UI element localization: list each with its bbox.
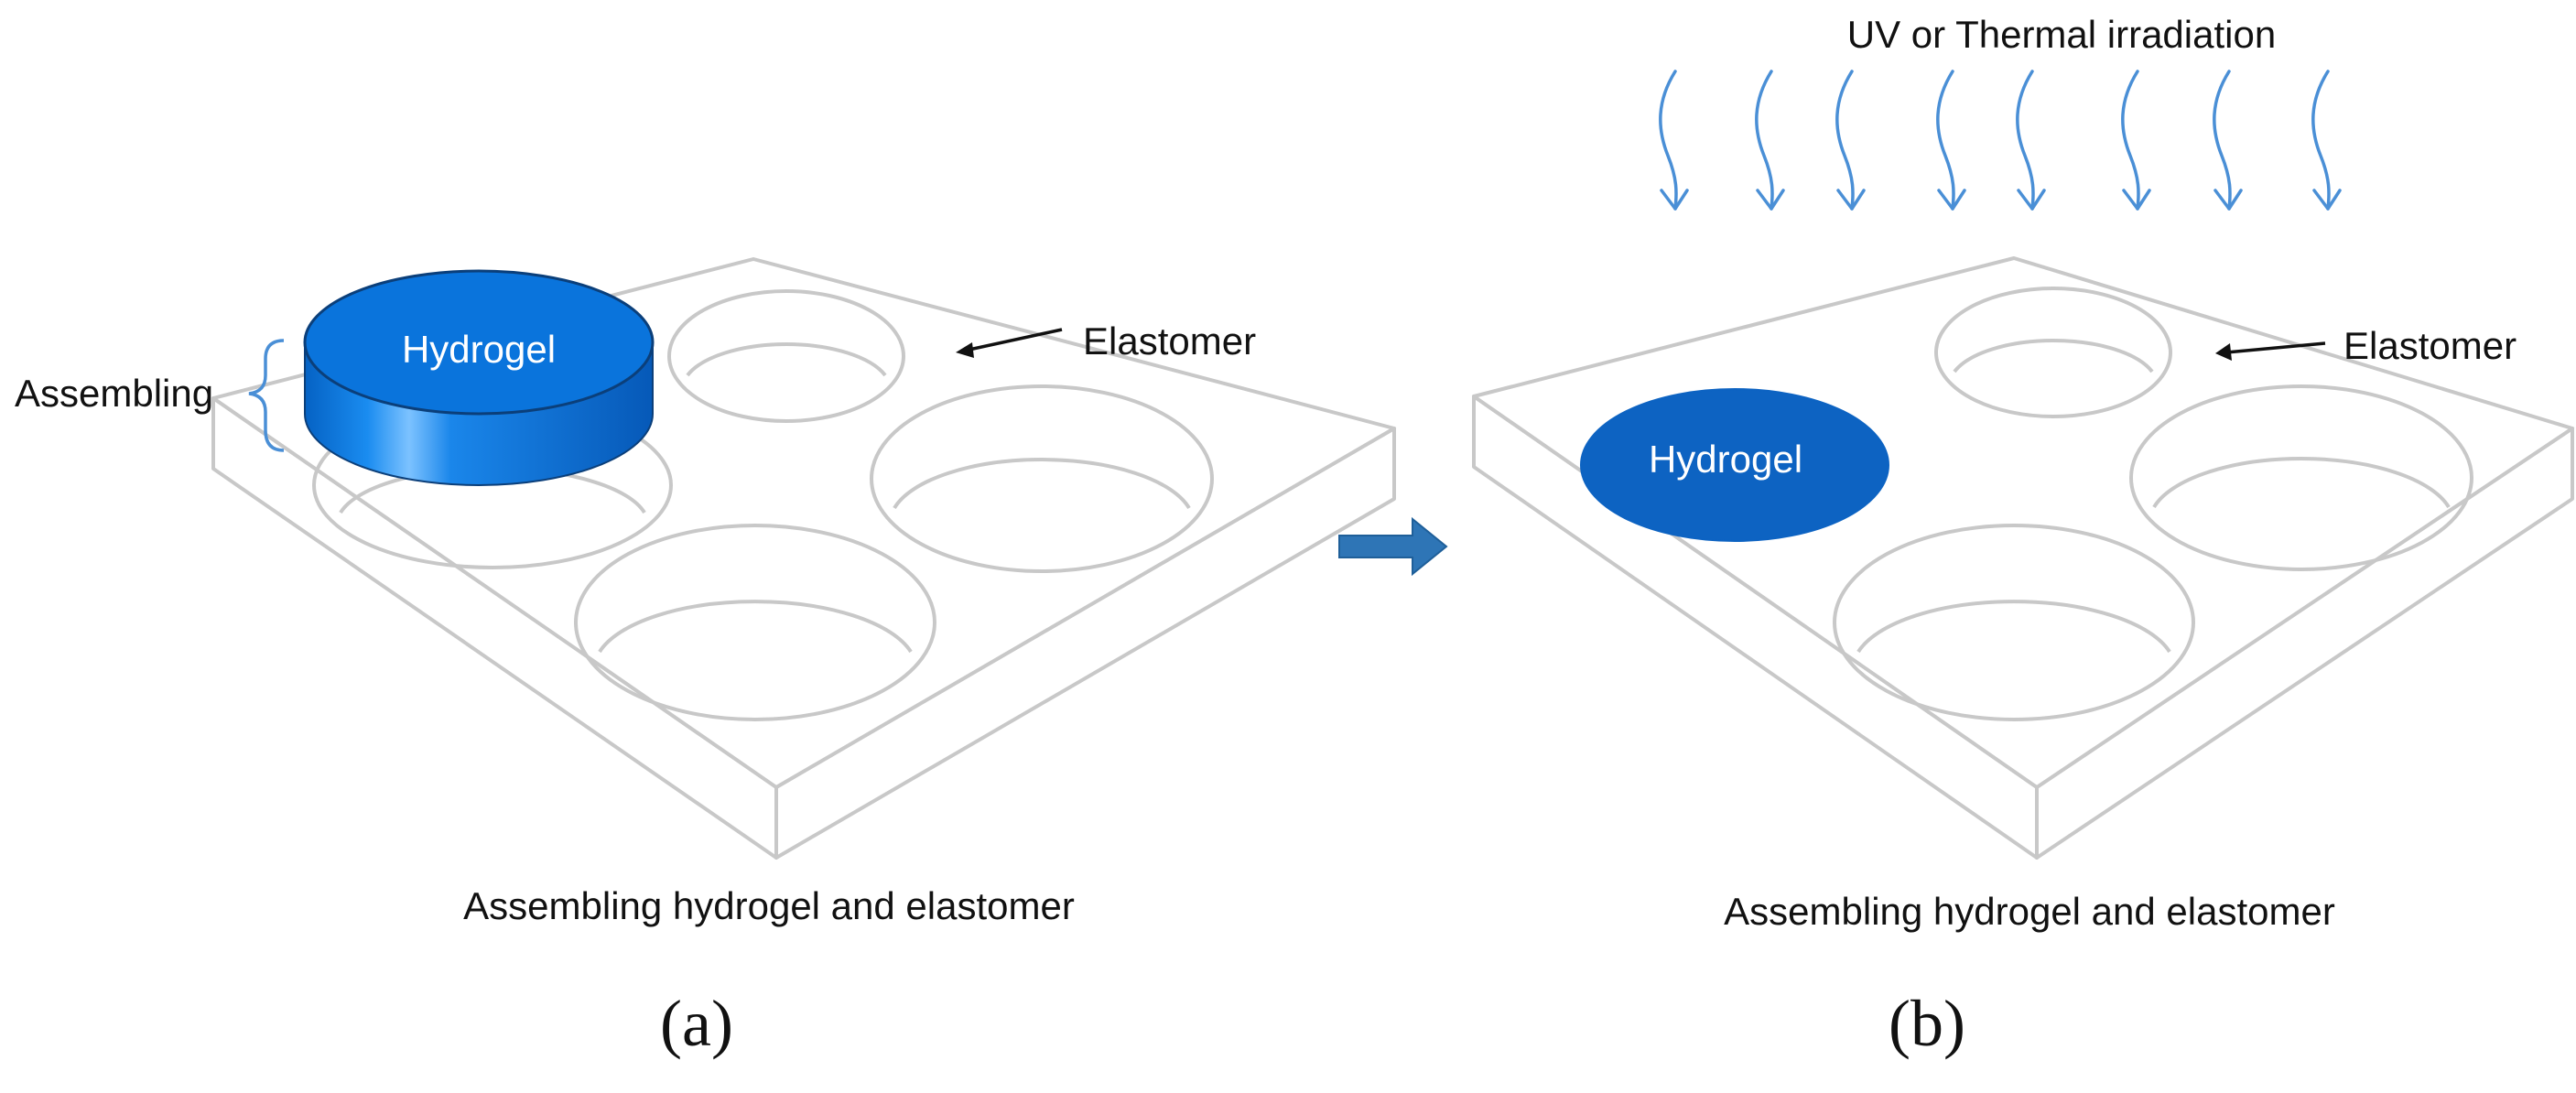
panel-letter: (b) — [1889, 987, 1965, 1060]
well — [870, 384, 1214, 573]
panel-letter: (a) — [660, 987, 733, 1060]
panel-caption: Assembling hydrogel and elastomer — [463, 884, 1075, 927]
wavy-arrow-icon — [2213, 70, 2243, 211]
panel-caption: Assembling hydrogel and elastomer — [1724, 890, 2335, 933]
wavy-arrow-icon — [2016, 70, 2046, 211]
wavy-arrow-icon — [1755, 70, 1785, 211]
right-arrow-icon — [1338, 516, 1448, 577]
wavy-arrow-icon — [2311, 70, 2342, 211]
hydrogel-label: Hydrogel — [402, 328, 556, 371]
wavy-arrow-icon — [2121, 70, 2151, 211]
elastomer-label: Elastomer — [2343, 324, 2516, 367]
hydrogel-disc: Hydrogel — [1580, 388, 1889, 542]
wavy-arrow-icon — [1835, 70, 1866, 211]
curly-brace — [248, 339, 285, 452]
well — [1833, 524, 2195, 721]
panel-a: Hydrogel Assembling Elastomer Assembling… — [15, 257, 1396, 1060]
wavy-arrow-icon — [1936, 70, 1966, 211]
elastomer-label: Elastomer — [1083, 319, 1256, 363]
hydrogel-label: Hydrogel — [1649, 438, 1802, 481]
irradiation-label: UV or Thermal irradiation — [1847, 13, 2276, 56]
pointer-arrow — [964, 328, 1063, 352]
elastomer-callout: Elastomer — [2215, 324, 2516, 367]
assembling-label: Assembling — [15, 372, 213, 415]
well — [2129, 384, 2473, 571]
panel-b: Hydrogel Elastomer UV or Thermal irradia… — [1472, 13, 2574, 1060]
irradiation: UV or Thermal irradiation — [1659, 13, 2342, 211]
arrowhead-icon — [956, 342, 974, 358]
elastomer-callout: Elastomer — [956, 319, 1256, 363]
well — [1934, 287, 2172, 418]
well — [574, 524, 936, 721]
pointer-arrow — [2225, 341, 2326, 354]
well — [667, 289, 905, 423]
wavy-arrow-icon — [1659, 70, 1689, 211]
hydrogel-cylinder: Hydrogel — [303, 269, 655, 486]
assembling-annotation: Assembling — [15, 339, 285, 452]
arrowhead-icon — [2215, 343, 2232, 361]
transition-arrow — [1338, 516, 1448, 577]
